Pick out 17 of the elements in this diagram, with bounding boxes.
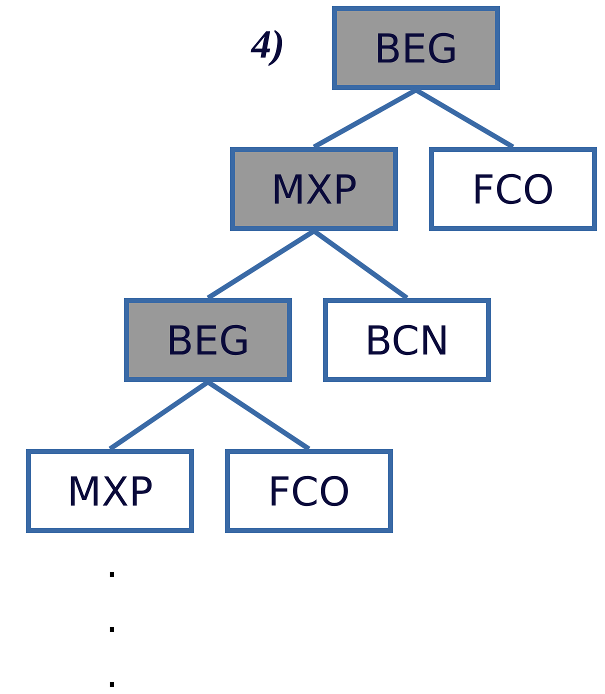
continuation-dot: . [110, 572, 114, 577]
connector-line [414, 88, 514, 150]
continuation-dot: . [110, 627, 114, 632]
continuation-dot: . [110, 682, 114, 687]
highlighted-box: MXP [230, 147, 398, 231]
airport-box: FCO [429, 147, 597, 231]
step-number: 4) [250, 30, 282, 66]
connector-line [108, 380, 210, 452]
connector-line [312, 88, 418, 150]
highlighted-box: BEG [332, 6, 500, 90]
highlighted-box: BEG [124, 298, 292, 382]
connector-line [312, 228, 408, 300]
connector-line [206, 380, 310, 452]
airport-box: MXP [26, 449, 194, 533]
airport-box: BCN [323, 298, 491, 382]
connector-line [206, 228, 316, 300]
airport-box: FCO [225, 449, 393, 533]
